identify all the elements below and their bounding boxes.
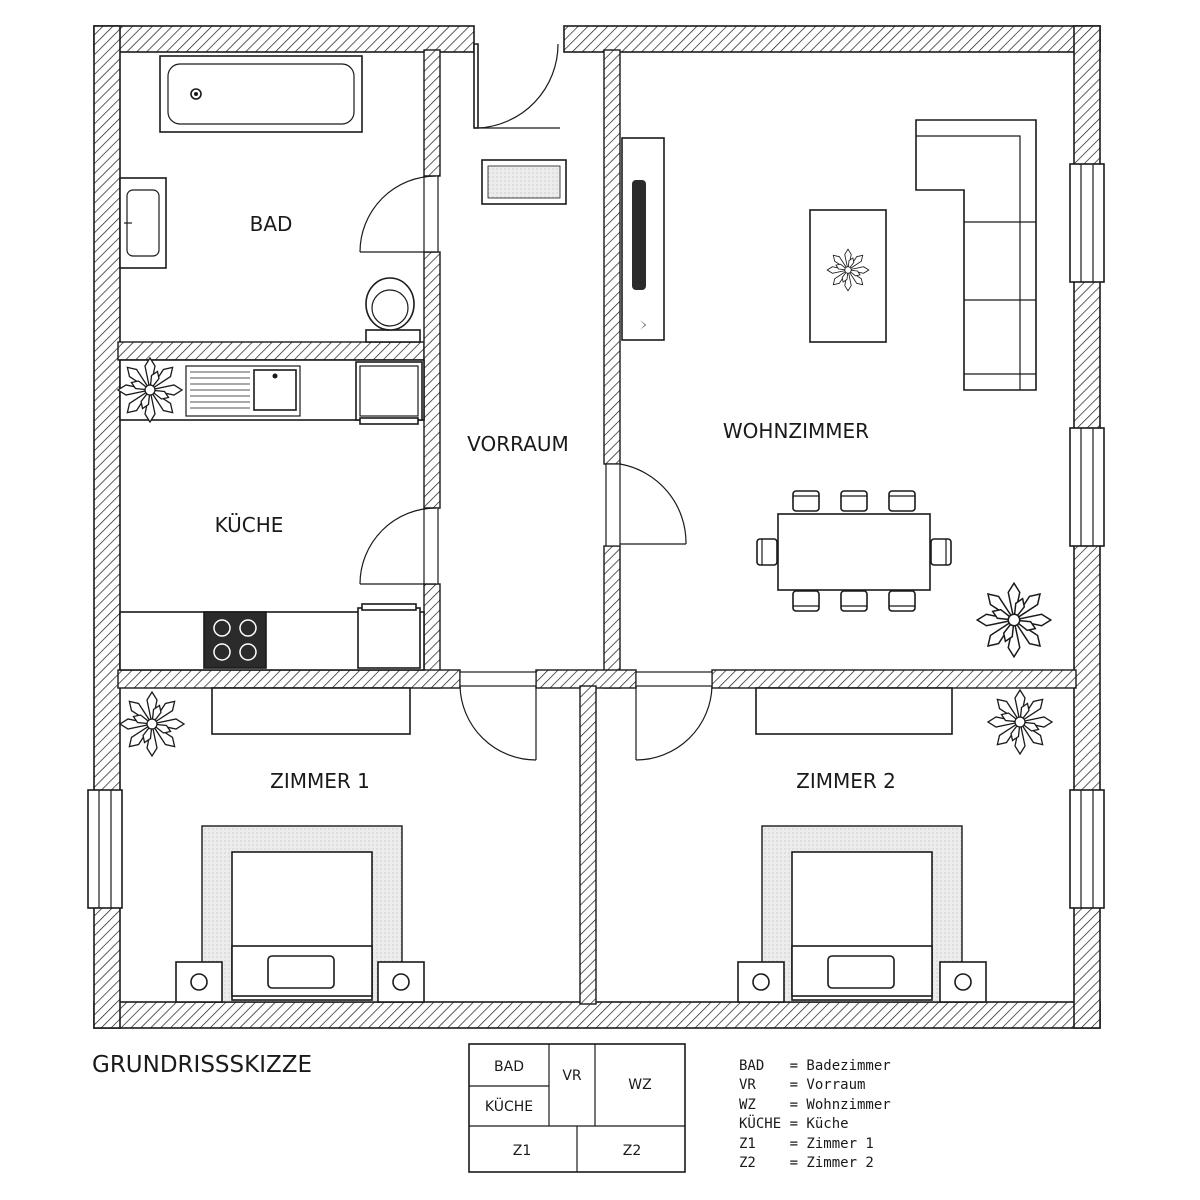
legend-line: KÜCHE = Küche <box>739 1114 849 1132</box>
plan-title: GRUNDRISSSKIZZE <box>92 1052 312 1078</box>
key-plan-wz: WZ <box>628 1077 651 1093</box>
double-bed <box>175 825 425 1003</box>
room-label-wohnzimmer: WOHNZIMMER <box>723 419 869 443</box>
key-plan-vr: VR <box>562 1068 582 1084</box>
key-plan-bad: BAD <box>494 1059 524 1075</box>
plant-icon <box>119 691 185 757</box>
key-plan: BAD VR WZ KÜCHE Z1 Z2 <box>468 1043 686 1173</box>
legend-line: Z1 = Zimmer 1 <box>739 1136 874 1152</box>
key-plan-kueche: KÜCHE <box>485 1097 533 1115</box>
windows <box>87 163 1105 909</box>
kitchen-counter-bottom <box>119 603 425 671</box>
table-flower-icon <box>826 248 870 292</box>
key-plan-z2: Z2 <box>623 1143 642 1159</box>
legend-line: VR = Vorraum <box>739 1077 865 1093</box>
legend: BAD = Badezimmer VR = Vorraum WZ = Wohnz… <box>739 1058 891 1171</box>
plant-icon <box>117 357 183 423</box>
doors <box>359 43 713 761</box>
room-label-zimmer1: ZIMMER 1 <box>270 769 370 793</box>
room-label-zimmer2: ZIMMER 2 <box>796 769 896 793</box>
toilet <box>365 277 421 343</box>
room-label-vorraum: VORRAUM <box>467 432 569 456</box>
legend-line: WZ = Wohnzimmer <box>739 1097 891 1113</box>
room-label-kueche: KÜCHE <box>215 513 284 537</box>
doormat <box>481 159 567 205</box>
room-label-bad: BAD <box>250 212 293 236</box>
bathtub <box>159 55 363 133</box>
wardrobe <box>755 687 953 735</box>
legend-line: BAD = Badezimmer <box>739 1058 891 1074</box>
dining-table <box>756 490 952 612</box>
plant-icon <box>976 582 1052 658</box>
tv-cabinet <box>621 137 665 341</box>
corner-sofa <box>915 119 1037 391</box>
legend-line: Z2 = Zimmer 2 <box>739 1155 874 1171</box>
double-bed <box>737 825 987 1003</box>
washbasin <box>119 177 167 269</box>
plant-icon <box>987 689 1053 755</box>
key-plan-z1: Z1 <box>513 1143 532 1159</box>
wardrobe <box>211 687 411 735</box>
